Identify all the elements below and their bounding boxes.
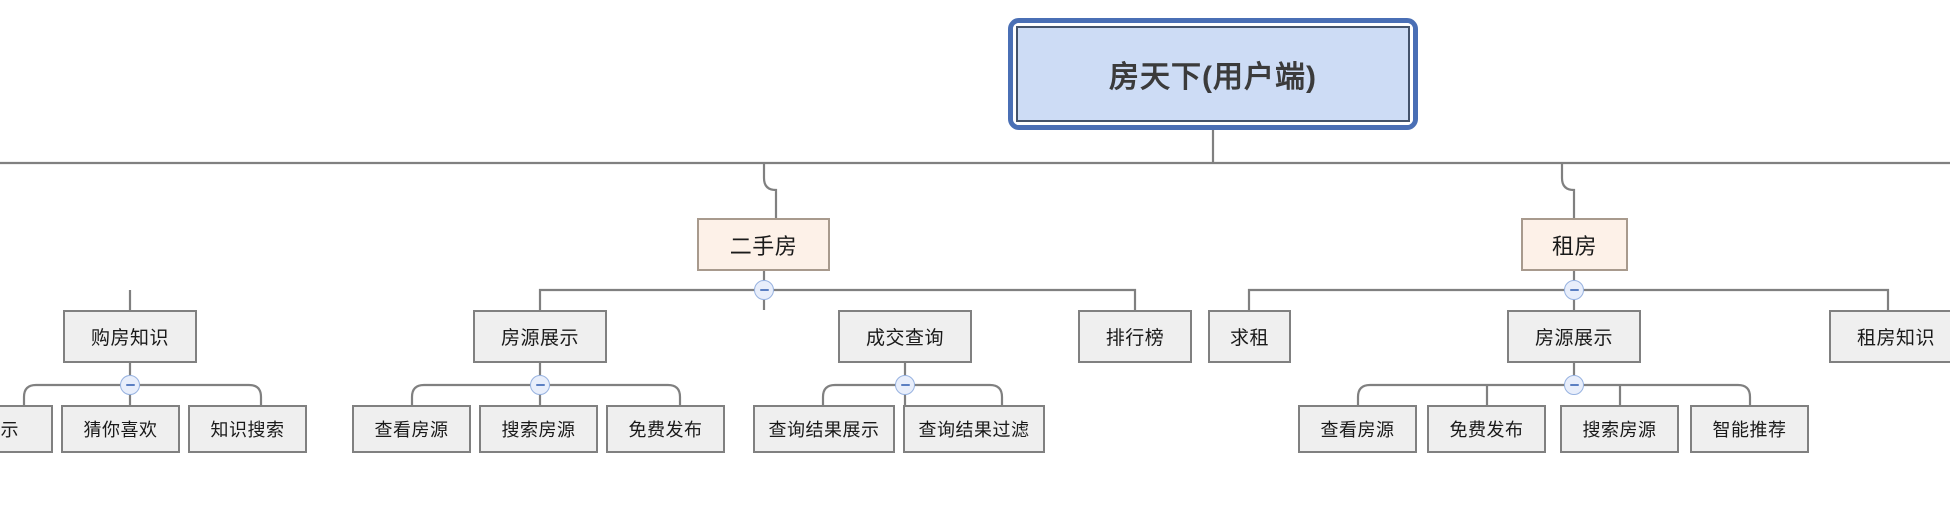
collapse-toggle-icon-fangyuanzhanshi-ershoufang[interactable] [530, 375, 550, 395]
node-goufangzhishi[interactable]: 购房知识 [63, 310, 197, 363]
minus-icon [1569, 289, 1579, 291]
leaf-node-sousuofangyuan-ershoufang[interactable]: 搜索房源 [479, 405, 598, 453]
leaf-node-sousuofangyuan-zufang[interactable]: 搜索房源 [1560, 405, 1679, 453]
node-qiuzu[interactable]: 求租 [1208, 310, 1291, 363]
node-paihangbang[interactable]: 排行榜 [1078, 310, 1192, 363]
branch-node-ershoufang[interactable]: 二手房 [697, 218, 830, 271]
leaf-node-cainixihuan[interactable]: 猜你喜欢 [61, 405, 180, 453]
minus-icon [759, 289, 769, 291]
collapse-toggle-icon-zufang[interactable] [1564, 280, 1584, 300]
node-fangyuanzhanshi-zufang[interactable]: 房源展示 [1507, 310, 1641, 363]
leaf-node-mianfeifabu-ershoufang[interactable]: 免费发布 [606, 405, 725, 453]
leaf-node-chaxunjieguozhanshi[interactable]: 查询结果展示 [753, 405, 895, 453]
collapse-toggle-icon-fangyuanzhanshi-zufang[interactable] [1564, 375, 1584, 395]
root-selection-ring [1008, 18, 1418, 130]
leaf-node-zhishizhanshi[interactable]: 展示 [0, 405, 53, 453]
collapse-toggle-icon-chengjiaochaxun[interactable] [895, 375, 915, 395]
root-selection-ring-inner [1013, 23, 1413, 125]
leaf-node-chakanfangyuan-zufang[interactable]: 查看房源 [1298, 405, 1417, 453]
leaf-node-chaxunjieguoguolv[interactable]: 查询结果过滤 [903, 405, 1045, 453]
minus-icon [535, 384, 545, 386]
node-zufangzhishi[interactable]: 租房知识 [1829, 310, 1950, 363]
collapse-toggle-icon-ershoufang[interactable] [754, 280, 774, 300]
node-chengjiaochaxun[interactable]: 成交查询 [838, 310, 972, 363]
leaf-node-chakanfangyuan-ershoufang[interactable]: 查看房源 [352, 405, 471, 453]
leaf-node-mianfeifabu-zufang[interactable]: 免费发布 [1427, 405, 1546, 453]
minus-icon [125, 384, 135, 386]
node-fangyuanzhanshi-ershoufang[interactable]: 房源展示 [473, 310, 607, 363]
branch-node-zufang[interactable]: 租房 [1521, 218, 1628, 271]
root-node[interactable]: 房天下(用户端) [1016, 26, 1410, 122]
minus-icon [1569, 384, 1579, 386]
collapse-toggle-icon-goufangzhishi[interactable] [120, 375, 140, 395]
leaf-node-zhinengtuijian[interactable]: 智能推荐 [1690, 405, 1809, 453]
minus-icon [900, 384, 910, 386]
leaf-node-zhishisousuo[interactable]: 知识搜索 [188, 405, 307, 453]
